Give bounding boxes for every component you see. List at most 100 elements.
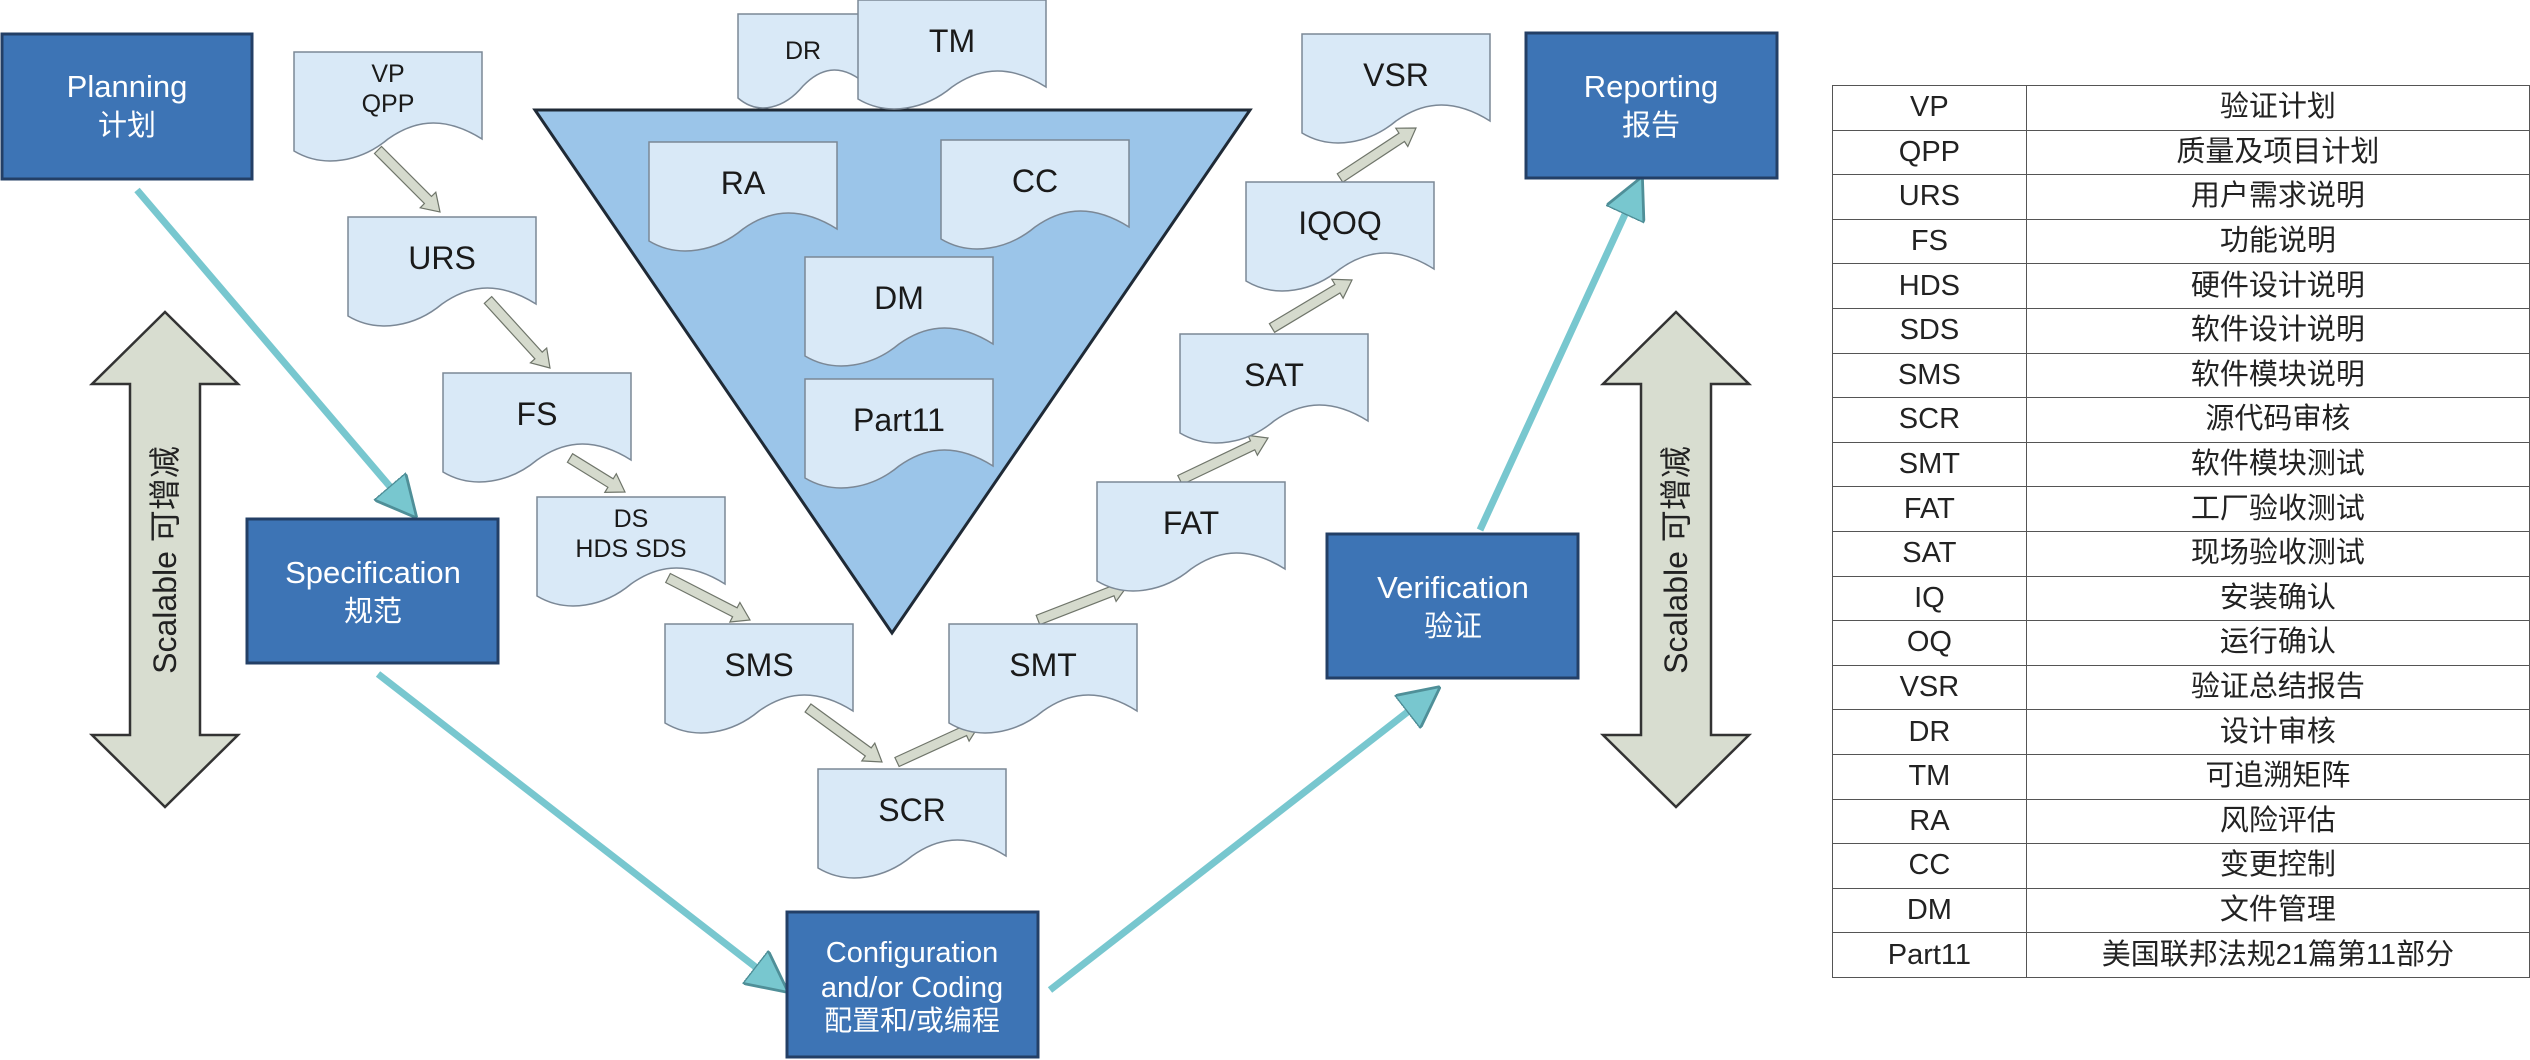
- doc-shape-vp-qpp: [293, 51, 483, 162]
- doc-scr: SCR: [817, 768, 1007, 879]
- glossary-abbr: VP: [1832, 85, 2027, 131]
- doc-arrow-fat-sat: [1176, 434, 1269, 486]
- doc-tm: TM: [857, 0, 1047, 110]
- glossary-abbr: SCR: [1832, 397, 2027, 443]
- doc-label-dm: DM: [874, 280, 924, 316]
- glossary-desc: 工厂验收测试: [2025, 486, 2530, 532]
- doc-label-fat: FAT: [1163, 505, 1219, 541]
- doc-shape-fs: [442, 372, 632, 483]
- glossary-desc: 软件模块说明: [2025, 352, 2530, 399]
- doc-shape-scr: [817, 768, 1007, 879]
- doc-label-sms: SMS: [724, 647, 793, 683]
- doc-arrow-sms-scr: [804, 703, 883, 763]
- doc-dm: DM: [804, 256, 994, 367]
- glossary-abbr: CC: [1832, 843, 2027, 889]
- glossary-desc: 功能说明: [2025, 218, 2530, 265]
- doc-label-urs: URS: [408, 240, 476, 276]
- phase-planning-title: Planning: [67, 69, 188, 104]
- scalable-label-left: Scalable 可增减: [147, 446, 183, 674]
- doc-label-cc: CC: [1012, 163, 1058, 199]
- glossary-desc: 质量及项目计划: [2025, 129, 2530, 176]
- phase-configuration-subtitle-cn: 配置和/或编程: [824, 1005, 1000, 1036]
- glossary-abbr: HDS: [1832, 263, 2027, 309]
- glossary-abbr: RA: [1832, 798, 2027, 845]
- glossary-desc: 设计审核: [2025, 709, 2530, 755]
- glossary-abbr: DM: [1832, 887, 2027, 934]
- glossary-desc: 现场验收测试: [2025, 530, 2530, 577]
- glossary-desc: 硬件设计说明: [2025, 263, 2530, 309]
- flow-arrow-specification-to-configuration: [375, 671, 780, 986]
- glossary-abbr: VSR: [1832, 664, 2027, 711]
- phase-planning-subtitle: 计划: [98, 109, 156, 142]
- doc-shape-iqoq: [1245, 181, 1435, 292]
- scalable-arrow-right: Scalable 可增减: [1599, 310, 1753, 809]
- doc-label-ra: RA: [721, 165, 766, 201]
- doc-label-smt: SMT: [1009, 647, 1077, 683]
- glossary-desc: 源代码审核: [2025, 397, 2530, 443]
- phase-specification-title: Specification: [285, 555, 461, 590]
- doc-vsr: VSR: [1301, 33, 1491, 144]
- doc-shape-dm: [804, 256, 994, 367]
- doc-ra: RA: [648, 141, 838, 252]
- doc-shape-ds: [536, 496, 726, 607]
- phase-verification-title: Verification: [1377, 570, 1529, 605]
- flow-arrow-configuration-to-verification: [1047, 693, 1432, 993]
- doc-label-vp-qpp-line1: VP: [371, 60, 404, 88]
- doc-label-ds-line2: HDS SDS: [575, 535, 686, 563]
- phase-verification: Verification 验证: [1325, 532, 1580, 680]
- phase-specification: Specification 规范: [245, 517, 500, 665]
- doc-arrow-fs-ds: [566, 452, 626, 494]
- glossary-abbr: FAT: [1832, 486, 2027, 532]
- phase-reporting: Reporting 报告: [1524, 31, 1779, 180]
- glossary-desc: 变更控制: [2025, 843, 2530, 889]
- doc-shape-cc: [940, 139, 1130, 250]
- phase-reporting-title: Reporting: [1584, 69, 1718, 104]
- doc-label-dr: DR: [785, 37, 821, 65]
- flow-arrow-planning-to-specification: [134, 187, 410, 510]
- doc-iqoq: IQOQ: [1245, 181, 1435, 292]
- glossary-abbr: SMT: [1832, 441, 2027, 488]
- doc-label-fs: FS: [517, 396, 558, 432]
- doc-shape-fat: [1096, 481, 1286, 592]
- doc-label-part11: Part11: [853, 402, 945, 438]
- glossary-desc: 用户需求说明: [2025, 174, 2530, 220]
- phase-configuration-subtitle: and/or Coding: [821, 972, 1003, 1004]
- glossary-abbr: FS: [1832, 218, 2027, 265]
- doc-smt: SMT: [948, 623, 1138, 734]
- doc-arrow-iqoq-vsr: [1336, 127, 1417, 184]
- glossary-abbr: DR: [1832, 709, 2027, 755]
- glossary-desc: 美国联邦法规21篇第11部分: [2025, 932, 2530, 978]
- document-flow-arrows: [373, 127, 1417, 768]
- glossary-desc: 运行确认: [2025, 620, 2530, 666]
- glossary-desc: 风险评估: [2025, 798, 2530, 845]
- doc-arrow-vp-urs: [373, 145, 441, 213]
- phase-verification-subtitle: 验证: [1424, 610, 1482, 643]
- phase-configuration-title: Configuration: [826, 937, 999, 969]
- glossary-desc: 安装确认: [2025, 575, 2530, 622]
- glossary-abbr: SMS: [1832, 352, 2027, 399]
- doc-arrow-urs-fs: [483, 295, 551, 369]
- glossary-abbr: OQ: [1832, 620, 2027, 666]
- flow-arrow-verification-to-reporting: [1476, 186, 1638, 532]
- glossary-abbr: TM: [1832, 753, 2027, 800]
- doc-shape-vsr: [1301, 33, 1491, 144]
- doc-label-scr: SCR: [878, 792, 946, 828]
- glossary-desc: 文件管理: [2025, 887, 2530, 934]
